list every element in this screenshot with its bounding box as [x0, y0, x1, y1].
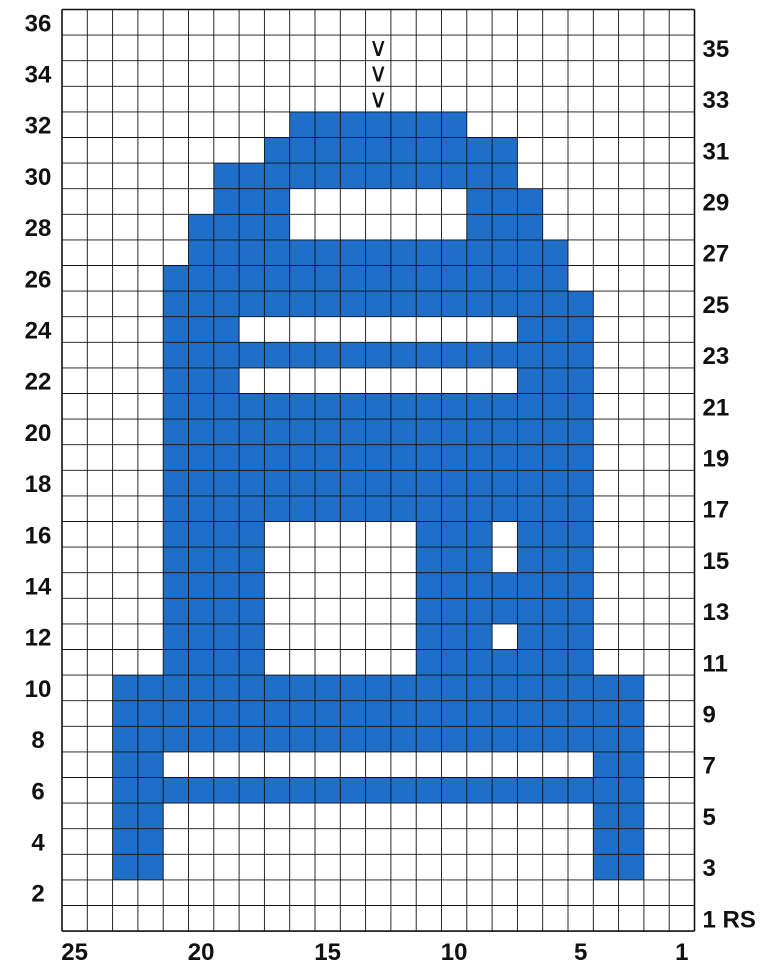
filled-stitch-block: [416, 624, 492, 650]
row-label-left: 18: [25, 471, 52, 498]
row-label-left: 4: [31, 830, 45, 857]
filled-stitch-block: [113, 726, 644, 752]
row-label-right: 19: [703, 446, 730, 473]
row-label-left: 10: [25, 676, 52, 703]
row-label-left: 26: [25, 266, 52, 293]
row-label-right: 25: [703, 292, 730, 319]
row-label-left: 2: [31, 881, 44, 908]
column-label: 25: [61, 939, 88, 966]
stitch-v-mark: ∨: [369, 33, 388, 63]
row-label-right: 7: [703, 753, 716, 780]
row-label-right: 17: [703, 497, 730, 524]
filled-stitch-block: [163, 445, 593, 471]
filled-stitch-block: [416, 547, 492, 573]
filled-stitch-block: [163, 470, 593, 496]
row-label-left: 20: [25, 420, 52, 447]
stitch-v-mark: ∨: [369, 84, 388, 114]
row-label-right: 33: [703, 87, 730, 114]
filled-stitch-block: [416, 598, 593, 624]
filled-stitch-block: [163, 342, 593, 368]
row-label-left: 24: [25, 318, 52, 345]
row-label-left: 36: [25, 10, 52, 37]
row-label-right: 31: [703, 138, 730, 165]
row-label-right: 1 RS: [703, 906, 756, 933]
column-label: 1: [675, 939, 688, 966]
filled-stitch-block: [214, 189, 290, 215]
filled-stitch-block: [113, 778, 644, 804]
row-label-right: 21: [703, 394, 730, 421]
filled-stitch-block: [163, 317, 239, 343]
filled-stitch-block: [517, 368, 593, 394]
row-label-left: 32: [25, 113, 52, 140]
row-label-right: 27: [703, 241, 730, 268]
filled-stitch-block: [163, 419, 593, 445]
row-label-left: 16: [25, 522, 52, 549]
filled-stitch-block: [163, 368, 239, 394]
filled-stitch-block: [517, 624, 593, 650]
stitch-v-mark: ∨: [369, 59, 388, 89]
row-label-right: 11: [703, 650, 728, 677]
row-label-left: 8: [31, 727, 44, 754]
column-label: 10: [441, 939, 468, 966]
filled-stitch-block: [113, 675, 644, 701]
filled-stitch-block: [163, 394, 593, 420]
row-label-left: 14: [25, 574, 52, 601]
row-label-right: 9: [703, 702, 716, 729]
row-label-left: 6: [31, 778, 44, 805]
filled-stitch-block: [517, 522, 593, 548]
filled-stitch-block: [517, 547, 593, 573]
filled-stitch-block: [163, 291, 593, 317]
column-label: 5: [574, 939, 587, 966]
row-label-right: 23: [703, 343, 730, 370]
filled-stitch-block: [416, 573, 593, 599]
row-label-right: 15: [703, 548, 730, 575]
row-label-right: 35: [703, 36, 730, 63]
column-label: 20: [188, 939, 215, 966]
filled-stitch-block: [163, 496, 593, 522]
filled-stitch-block: [416, 522, 492, 548]
filled-stitch-block: [290, 112, 467, 138]
filled-stitch-block: [189, 240, 569, 266]
row-label-left: 30: [25, 164, 52, 191]
filled-stitch-block: [467, 214, 543, 240]
row-label-left: 22: [25, 369, 52, 396]
filled-stitch-block: [492, 650, 517, 676]
row-label-right: 5: [703, 804, 716, 831]
row-label-right: 13: [703, 599, 730, 626]
row-label-right: 29: [703, 190, 730, 217]
stitch-mark-layer: ∨∨∨: [369, 33, 388, 114]
row-label-left: 34: [25, 62, 52, 89]
filled-stitch-block: [517, 317, 593, 343]
row-label-right: 3: [703, 855, 716, 882]
filled-stitch-block: [113, 701, 644, 727]
filled-stitch-block: [467, 189, 543, 215]
column-label: 15: [314, 939, 341, 966]
row-label-left: 12: [25, 625, 52, 652]
row-label-left: 28: [25, 215, 52, 242]
